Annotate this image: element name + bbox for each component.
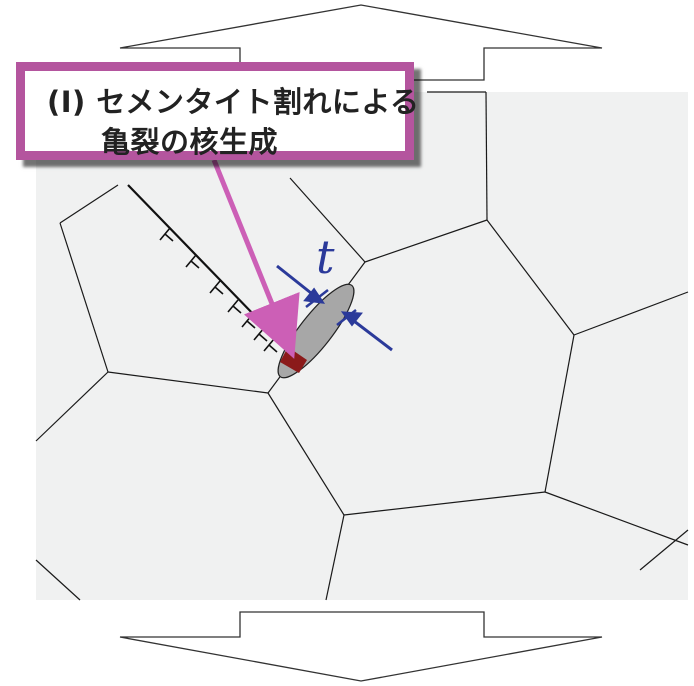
thickness-label: t	[316, 230, 335, 284]
top-flow-arrow	[119, 4, 603, 81]
callout-title-line2: 亀裂の核生成	[101, 125, 279, 159]
callout-title-line1: (I) セメンタイト割れによる	[47, 85, 420, 119]
bottom-flow-arrow	[119, 611, 603, 682]
grain-boundaries	[35, 91, 689, 601]
thickness-arrows	[276, 264, 393, 352]
nucleation-callout: (I) セメンタイト割れによる 亀裂の核生成	[16, 62, 419, 160]
grain-field	[36, 92, 688, 600]
callout-pointer-arrow	[211, 159, 300, 359]
